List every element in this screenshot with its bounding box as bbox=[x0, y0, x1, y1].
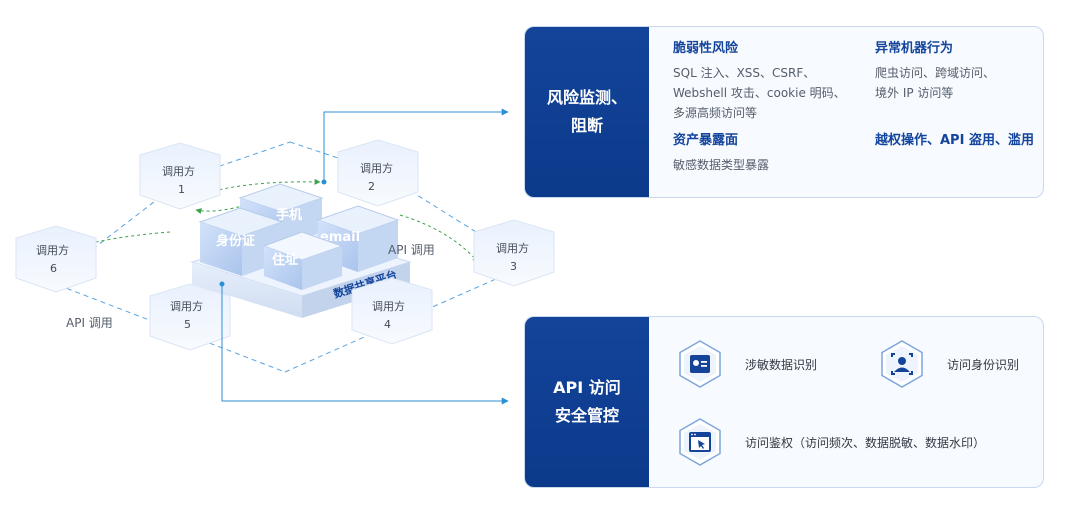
user-identity-icon bbox=[881, 340, 923, 388]
abnormal-behavior-line-2: 境外 IP 访问等 bbox=[875, 86, 954, 100]
vulnerability-line-1: SQL 注入、XSS、CSRF、 bbox=[673, 66, 816, 80]
risk-title-line2: 阻断 bbox=[570, 116, 603, 135]
risk-title-line1: 风险监测、 bbox=[546, 88, 627, 107]
caller-5-label: 调用方 bbox=[170, 299, 203, 313]
cube-address-label: 住址 bbox=[272, 252, 298, 268]
cube-email: email bbox=[316, 205, 400, 272]
caller-2-label: 调用方 bbox=[360, 161, 393, 175]
cube-id-label: 身份证 bbox=[216, 233, 255, 249]
asset-exposure-heading: 资产暴露面 bbox=[673, 133, 739, 148]
abnormal-behavior-block: 异常机器行为 爬虫访问、跨域访问、 境外 IP 访问等 越权操作、API 盗用、… bbox=[875, 39, 1034, 151]
caller-5: 调用方 5 bbox=[149, 283, 231, 351]
browser-cursor-icon bbox=[679, 418, 721, 466]
data-card-icon bbox=[679, 340, 721, 388]
vulnerability-line-3: 多源高频访问等 bbox=[673, 106, 758, 120]
vulnerability-line-2: Webshell 攻击、cookie 明码、 bbox=[673, 86, 846, 100]
risk-panel-title: 风险监测、 阻断 bbox=[525, 27, 649, 197]
unauthorized-heading: 越权操作、API 盗用、滥用 bbox=[875, 133, 1034, 148]
cube-phone-label: 手机 bbox=[276, 207, 302, 223]
cube-email-label: email bbox=[320, 230, 360, 245]
caller-3: 调用方 3 bbox=[473, 219, 555, 287]
caller-2-number: 2 bbox=[368, 180, 375, 193]
connectors bbox=[219, 108, 509, 405]
security-title-line2: 安全管控 bbox=[554, 406, 619, 425]
risk-monitoring-panel: 风险监测、 阻断 脆弱性风险 SQL 注入、XSS、CSRF、 Webshell… bbox=[524, 26, 1044, 198]
cube-address: 住址 bbox=[262, 231, 344, 290]
feature-identity: 访问身份识别 bbox=[877, 339, 1019, 389]
api-security-panel: API 访问 安全管控 涉敏数据识别 访问身份识别 bbox=[524, 316, 1044, 488]
abnormal-behavior-heading: 异常机器行为 bbox=[875, 41, 954, 56]
caller-6: 调用方 6 bbox=[15, 225, 97, 293]
feature-authorization-label: 访问鉴权（访问频次、数据脱敏、数据水印） bbox=[745, 435, 986, 450]
feature-sensitive-data: 涉敏数据识别 bbox=[675, 339, 817, 389]
caller-6-label: 调用方 bbox=[36, 243, 69, 257]
caller-1-number: 1 bbox=[178, 183, 185, 196]
vulnerability-block: 脆弱性风险 SQL 注入、XSS、CSRF、 Webshell 攻击、cooki… bbox=[673, 39, 846, 175]
caller-2: 调用方 2 bbox=[337, 139, 419, 207]
feature-identity-label: 访问身份识别 bbox=[947, 357, 1020, 372]
caller-4-label: 调用方 bbox=[372, 299, 405, 313]
caller-4: 调用方 4 bbox=[351, 277, 433, 345]
caller-5-number: 5 bbox=[184, 318, 191, 331]
security-title-line1: API 访问 bbox=[553, 378, 621, 397]
vulnerability-heading: 脆弱性风险 bbox=[673, 41, 739, 56]
feature-authorization: 访问鉴权（访问频次、数据脱敏、数据水印） bbox=[675, 417, 985, 467]
feature-sensitive-data-label: 涉敏数据识别 bbox=[745, 357, 818, 372]
abnormal-behavior-line-1: 爬虫访问、跨域访问、 bbox=[875, 66, 996, 80]
caller-4-number: 4 bbox=[384, 318, 391, 331]
caller-3-label: 调用方 bbox=[496, 241, 529, 255]
caller-1-label: 调用方 bbox=[162, 164, 195, 178]
caller-3-number: 3 bbox=[510, 260, 517, 273]
caller-1: 调用方 1 bbox=[139, 142, 221, 210]
security-panel-title: API 访问 安全管控 bbox=[525, 317, 649, 487]
api-call-label-left: API 调用 bbox=[66, 316, 113, 330]
asset-exposure-line: 敏感数据类型暴露 bbox=[673, 158, 770, 172]
api-call-label-right: API 调用 bbox=[388, 243, 435, 257]
caller-6-number: 6 bbox=[50, 262, 57, 275]
